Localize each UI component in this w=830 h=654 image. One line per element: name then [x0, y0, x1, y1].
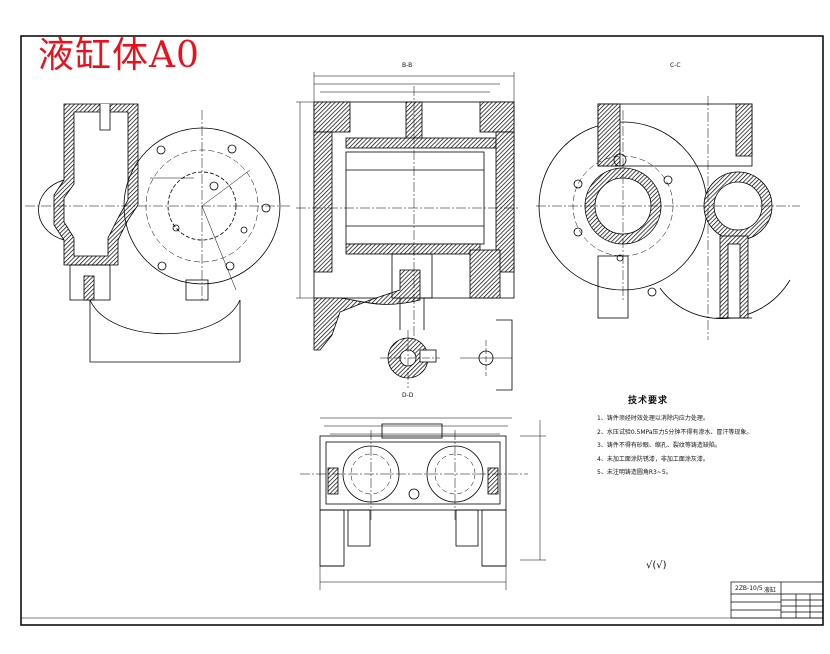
- title-block: [730, 581, 824, 619]
- section-bb-view: [296, 72, 520, 351]
- left-view: [25, 103, 290, 363]
- requirement-item: 3、铸件不得有砂眼、缩孔、裂纹等铸造缺陷。: [597, 442, 721, 449]
- section-dd-view: [380, 319, 513, 391]
- requirements-title: 技术要求: [628, 396, 669, 406]
- requirement-item: 4、未加工面涂防锈漆，非加工面涂灰漆。: [597, 455, 709, 463]
- title-block-code: 2ZB-10/5: [735, 585, 763, 592]
- drawing-title: 液缸体A0: [38, 35, 200, 76]
- requirements-list: 1、铸件须经时效处理以消除内应力处理。 2、水压试验0.5MPa压力5分钟不得有…: [597, 412, 752, 480]
- view-label-cc: C-C: [670, 62, 681, 69]
- border-frame: [20, 35, 824, 626]
- requirement-item: 2、水压试验0.5MPa压力5分钟不得有渗水、冒汗等现象。: [597, 428, 753, 436]
- requirement-item: 5、未注明铸造圆角R3~5。: [597, 469, 672, 476]
- requirement-item: 1、铸件须经时效处理以消除内应力处理。: [597, 415, 709, 422]
- bottom-view: [300, 417, 546, 590]
- view-label-dd: D-D: [402, 392, 414, 399]
- view-label-bb: B-B: [402, 62, 413, 69]
- title-block-name: 液缸: [764, 587, 777, 594]
- roughness-mark: √(√): [646, 560, 667, 571]
- section-cc-view: [536, 96, 800, 340]
